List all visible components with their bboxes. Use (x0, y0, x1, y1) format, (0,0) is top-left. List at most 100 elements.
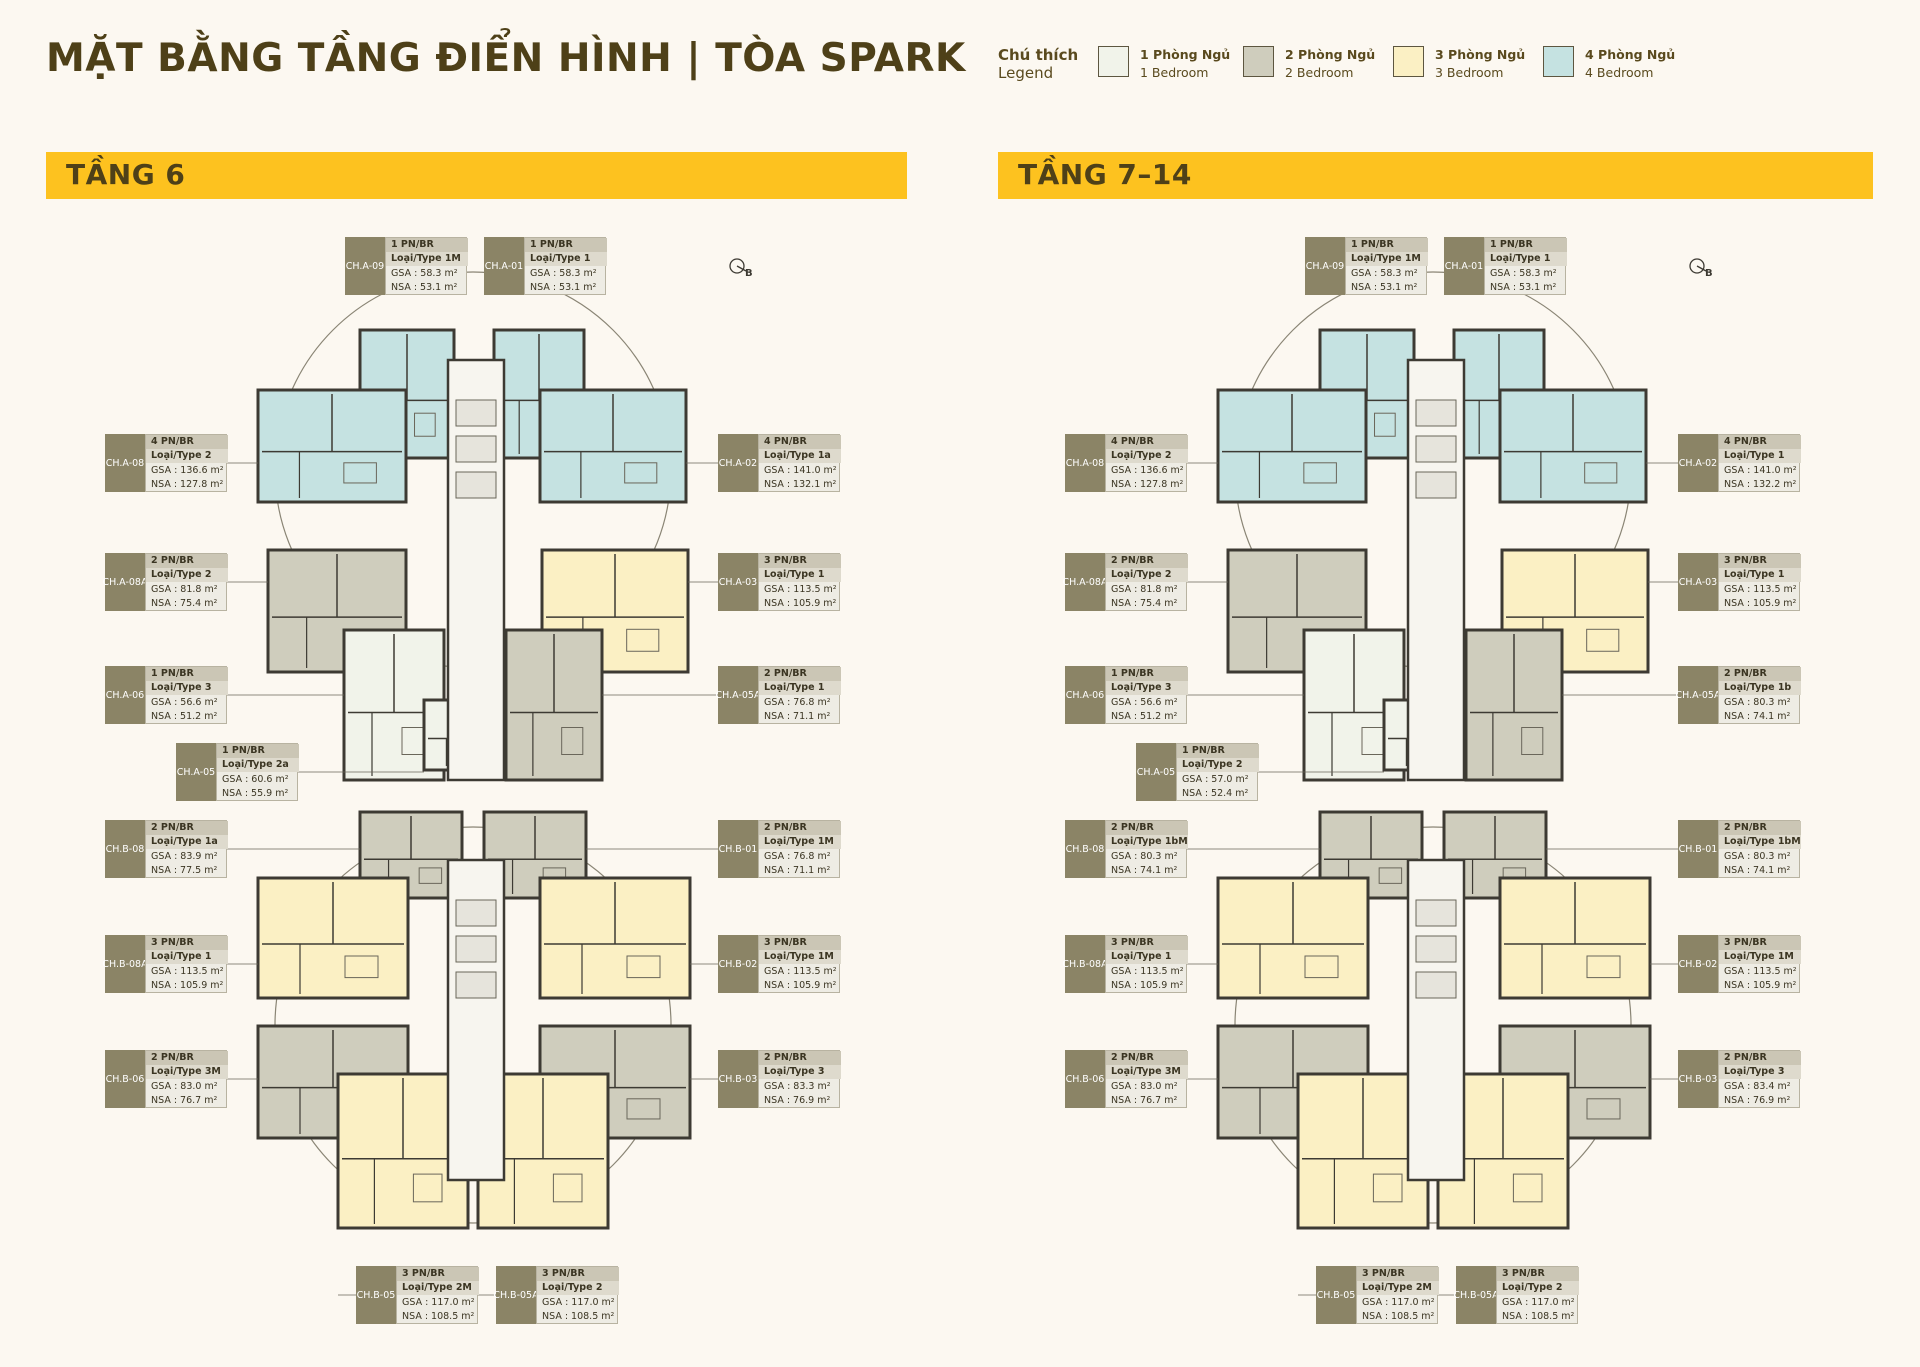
unit-type: Loại/Type 1a (759, 449, 841, 463)
legend-swatch (1243, 46, 1274, 77)
apartment-ch-a-08 (1216, 388, 1368, 504)
unit-bedrooms: 2 PN/BR (1719, 821, 1801, 835)
unit-bedrooms: 3 PN/BR (1719, 554, 1801, 568)
unit-nsa: NSA : 108.5 m² (1362, 1311, 1435, 1322)
apartment-ch-b-02 (538, 876, 692, 1000)
unit-bedrooms: 1 PN/BR (146, 667, 228, 681)
unit-code: CH.B-08A (102, 935, 148, 993)
unit-type: Loại/Type 1bM (1719, 835, 1801, 849)
unit-type: Loại/Type 1M (386, 252, 468, 266)
unit-bedrooms: 2 PN/BR (1719, 667, 1801, 681)
unit-type: Loại/Type 3M (1106, 1065, 1188, 1079)
apartment-ch-b-08a (256, 876, 410, 1000)
unit-gsa: GSA : 141.0 m² (764, 465, 837, 476)
unit-gsa: GSA : 76.8 m² (764, 697, 831, 708)
unit-bedrooms: 2 PN/BR (759, 1051, 841, 1065)
unit-nsa: NSA : 105.9 m² (151, 980, 224, 991)
unit-bedrooms: 1 PN/BR (217, 744, 299, 758)
unit-code: CH.A-06 (105, 666, 145, 724)
unit-type: Loại/Type 1 (146, 950, 228, 964)
unit-code: CH.A-08A (103, 553, 147, 611)
unit-nsa: NSA : 75.4 m² (1111, 598, 1178, 609)
unit-type: Loại/Type 1 (1485, 252, 1567, 266)
unit-nsa: NSA : 105.9 m² (1111, 980, 1184, 991)
unit-code: CH.B-03 (718, 1050, 758, 1108)
unit-nsa: NSA : 76.9 m² (1724, 1095, 1791, 1106)
unit-bedrooms: 1 PN/BR (1106, 667, 1188, 681)
unit-code: CH.B-06 (105, 1050, 145, 1108)
legend-heading-vi: Chú thích (998, 46, 1079, 64)
unit-bedrooms: 2 PN/BR (1719, 1051, 1801, 1065)
unit-nsa: NSA : 71.1 m² (764, 865, 831, 876)
unit-code: CH.A-05A (1676, 666, 1720, 724)
unit-code: CH.A-09 (345, 237, 385, 295)
unit-bedrooms: 2 PN/BR (759, 667, 841, 681)
compass-label: B (1705, 268, 1713, 279)
unit-nsa: NSA : 55.9 m² (222, 788, 289, 799)
unit-type: Loại/Type 1 (1719, 449, 1801, 463)
unit-nsa: NSA : 132.2 m² (1724, 479, 1797, 490)
apartment-ch-b-02 (1498, 876, 1652, 1000)
unit-code: CH.A-08 (1065, 434, 1105, 492)
unit-gsa: GSA : 113.5 m² (151, 966, 224, 977)
unit-type: Loại/Type 1M (759, 950, 841, 964)
unit-type: Loại/Type 2 (1106, 449, 1188, 463)
unit-gsa: GSA : 80.3 m² (1724, 851, 1791, 862)
unit-nsa: NSA : 105.9 m² (1724, 980, 1797, 991)
unit-code: CH.B-05A (493, 1266, 539, 1324)
unit-bedrooms: 2 PN/BR (1106, 1051, 1188, 1065)
legend-label-vi: 3 Phòng Ngủ (1435, 47, 1526, 62)
unit-code: CH.B-05A (1453, 1266, 1499, 1324)
unit-bedrooms: 4 PN/BR (146, 435, 228, 449)
unit-nsa: NSA : 108.5 m² (542, 1311, 615, 1322)
legend-swatch (1393, 46, 1424, 77)
unit-type: Loại/Type 1 (1719, 568, 1801, 582)
unit-code: CH.B-01 (1678, 820, 1718, 878)
unit-nsa: NSA : 52.4 m² (1182, 788, 1249, 799)
unit-bedrooms: 3 PN/BR (759, 554, 841, 568)
unit-gsa: GSA : 83.0 m² (151, 1081, 218, 1092)
unit-code: CH.B-02 (718, 935, 758, 993)
unit-gsa: GSA : 76.8 m² (764, 851, 831, 862)
unit-type: Loại/Type 3M (146, 1065, 228, 1079)
unit-code: CH.B-08 (1065, 820, 1105, 878)
unit-type: Loại/Type 1 (759, 681, 841, 695)
unit-gsa: GSA : 58.3 m² (530, 268, 597, 279)
unit-bedrooms: 1 PN/BR (1346, 238, 1428, 252)
unit-code: CH.A-06 (1065, 666, 1105, 724)
unit-code: CH.A-01 (1444, 237, 1484, 295)
unit-code: CH.A-03 (718, 553, 758, 611)
unit-code: CH.A-09 (1305, 237, 1345, 295)
apartment-ch-a-02 (1498, 388, 1648, 504)
unit-type: Loại/Type 3 (146, 681, 228, 695)
apartment-ch-a-05a (504, 628, 604, 782)
unit-type: Loại/Type 1M (759, 835, 841, 849)
unit-bedrooms: 1 PN/BR (525, 238, 607, 252)
unit-nsa: NSA : 105.9 m² (1724, 598, 1797, 609)
